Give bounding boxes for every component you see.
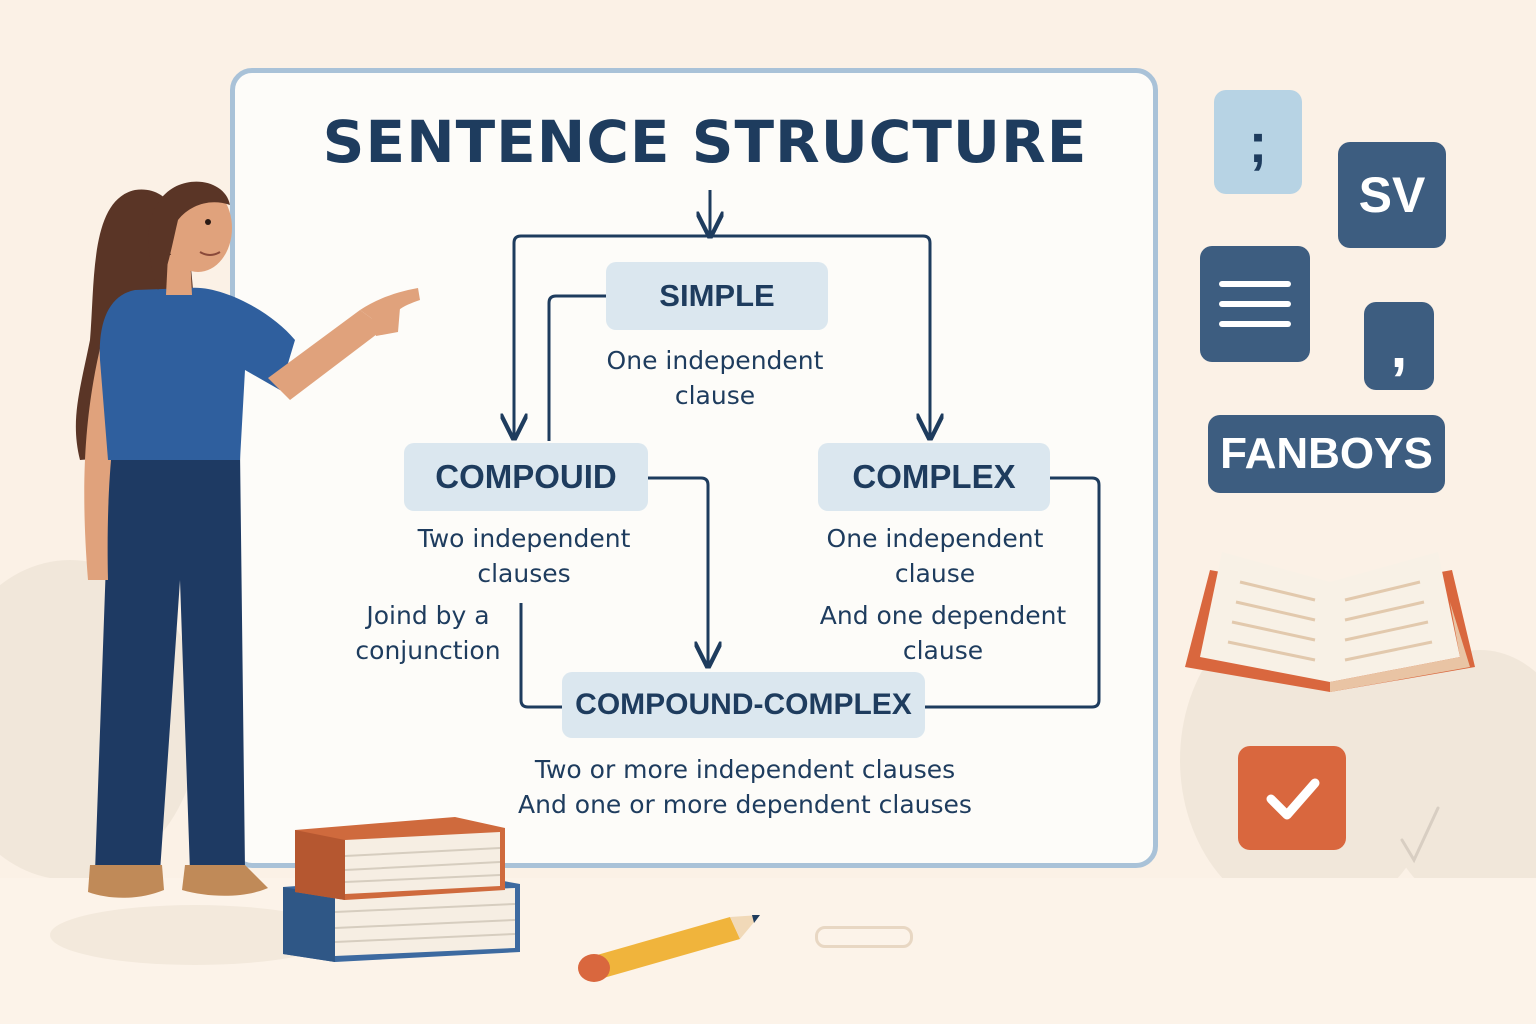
node-simple-description: One independent clause [606, 346, 824, 410]
sv-label: SV [1358, 167, 1426, 223]
node-simple-label: SIMPLE [659, 278, 775, 313]
comma-tile: , [1364, 302, 1434, 390]
pencil-icon [578, 915, 760, 982]
node-complex: COMPLEX [818, 443, 1050, 511]
connector-compound-left-loop [519, 603, 562, 709]
book-stack-icon [283, 817, 520, 962]
node-compound-description: Two independent clauses [417, 524, 631, 588]
arrow-compound-to-compound-complex [648, 476, 708, 666]
semicolon-icon: ; [1248, 110, 1268, 174]
comma-icon: , [1390, 312, 1408, 380]
node-compound-complex: COMPOUND-COMPLEX [562, 672, 925, 738]
open-book-icon [1185, 552, 1475, 692]
node-compound-complex-label: COMPOUND-COMPLEX [575, 688, 912, 721]
node-complex-description: One independent clause [826, 524, 1044, 588]
eraser-shape [815, 926, 913, 948]
text-line-icon [1219, 321, 1291, 327]
node-compound-label: COMPOUID [435, 458, 617, 495]
node-simple: SIMPLE [606, 262, 828, 330]
node-compound: COMPOUID [404, 443, 648, 511]
node-complex-label: COMPLEX [852, 458, 1016, 495]
diagram-title: SENTENCE STRUCTURE [322, 108, 1088, 176]
text-line-icon [1219, 281, 1291, 287]
arrow-to-complex [710, 234, 930, 438]
node-complex-note: And one dependent clause [819, 601, 1067, 665]
node-compound-note: Joind by a conjunction [355, 601, 501, 665]
text-lines-tile [1200, 246, 1310, 362]
semicolon-tile: ; [1214, 90, 1302, 194]
background-hill [1380, 650, 1536, 910]
connector-complex-right-loop [925, 476, 1101, 709]
arrow-to-compound [514, 234, 710, 438]
fanboys-tile: FANBOYS [1208, 415, 1445, 493]
text-line-icon [1219, 301, 1291, 307]
fanboys-label: FANBOYS [1220, 429, 1433, 478]
checkmark-tile [1238, 746, 1346, 850]
checkmark-icon [1266, 778, 1320, 820]
teacher-illustration [75, 181, 420, 898]
sv-tile: SV [1338, 142, 1446, 248]
node-compound-complex-description: Two or more independent clauses And one … [518, 755, 972, 819]
small-check-doodle [1400, 806, 1440, 864]
connector-simple-compound [547, 294, 606, 441]
